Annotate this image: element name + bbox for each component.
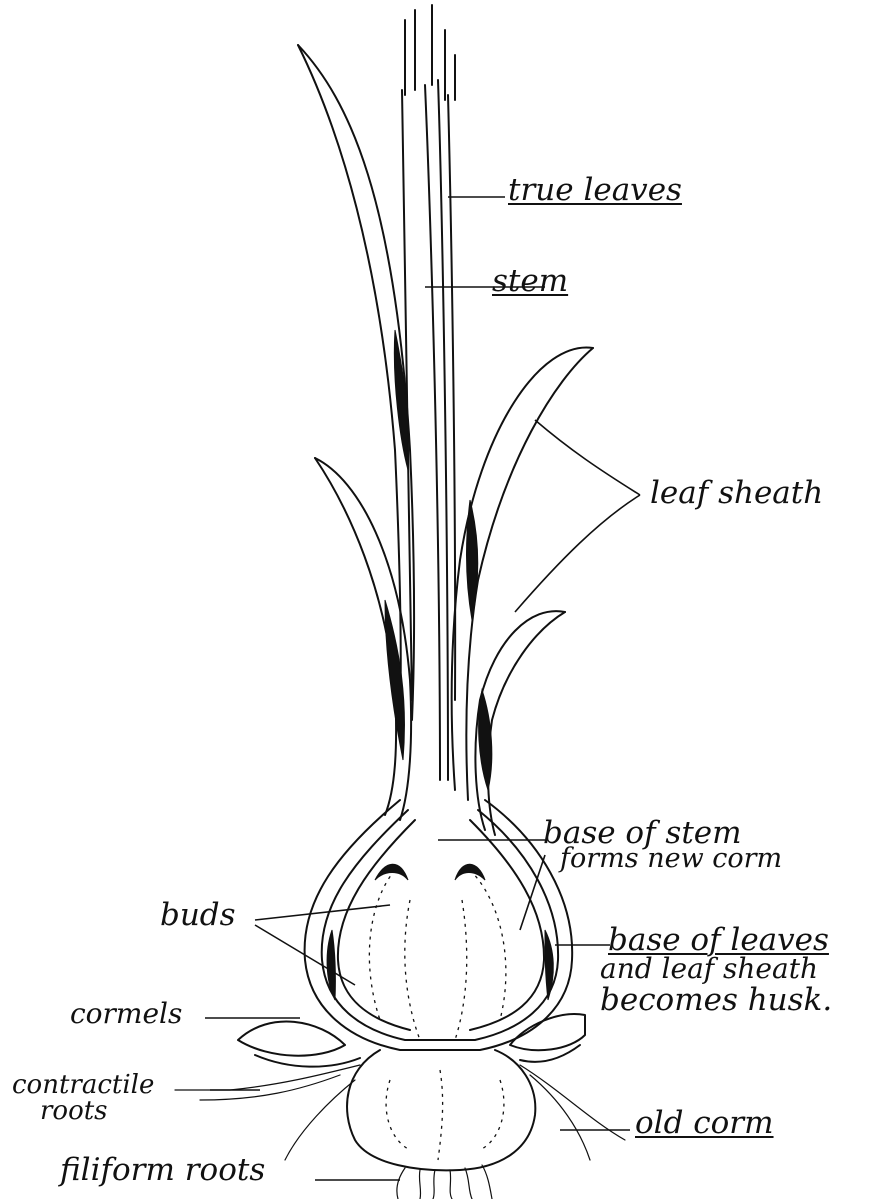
label-forms-new-corm: forms new corm [560,845,782,872]
label-contractile: contractile [12,1072,154,1098]
label-roots: roots [40,1098,108,1124]
label-old-corm: old corm [635,1108,774,1139]
new-corm-outline [305,800,573,1050]
label-cormels: cormels [70,1000,182,1028]
right-leaf-sheath-small [475,611,565,835]
label-and-leaf-sheath: and leaf sheath [600,955,818,983]
buds-dashed [369,870,506,1040]
old-corm-drawing [347,1050,535,1170]
label-leaf-sheath: leaf sheath [650,478,823,509]
label-true-leaves: true leaves [508,175,682,206]
left-tall-leaf [298,45,414,720]
right-leaf-sheath-large [452,348,593,800]
label-becomes-husk: becomes husk. [600,985,832,1016]
label-filiform-roots: filiform roots [60,1155,265,1186]
label-stem: stem [492,266,568,297]
stem-top-strands [405,5,455,100]
label-buds: buds [160,900,236,931]
contractile-roots-drawing [175,1065,625,1160]
leader-lines [205,197,640,1180]
